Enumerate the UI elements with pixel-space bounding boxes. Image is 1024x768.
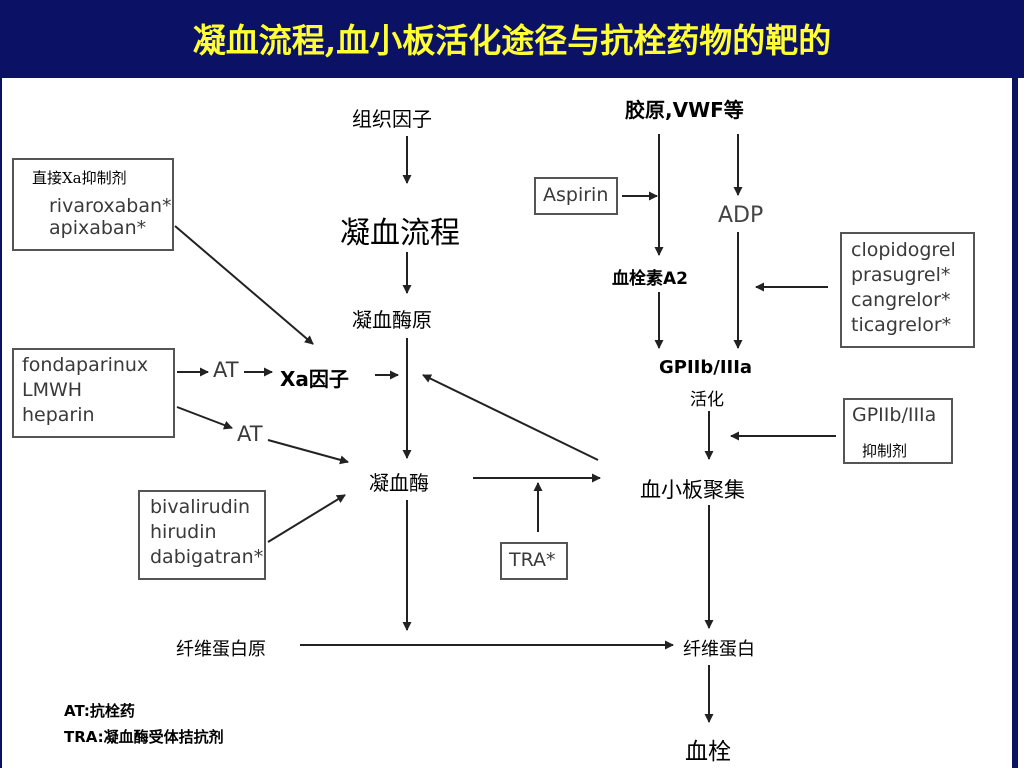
title-bar <box>0 0 1024 78</box>
drug-gp-inhibitor: GPIIb/IIIa <box>852 404 937 426</box>
arrow-at-to-thrombin <box>267 439 349 465</box>
tra-box <box>500 542 568 580</box>
node-gp-activation: GPIIb/IIIa <box>659 357 753 378</box>
drug-fondaparinux: fondaparinux <box>22 354 149 376</box>
drug-tra: TRA* <box>509 549 556 571</box>
arrow-direct-thrombin <box>267 494 346 543</box>
slide-title: 凝血流程,血小板活化途径与抗栓药物的靶的 <box>192 21 832 60</box>
drug-cangrelor: cangrelor* <box>851 289 951 311</box>
gp-inhibitor-box <box>843 398 953 464</box>
node-tissue-factor: 组织因子 <box>352 107 432 131</box>
drug-heparin: heparin <box>22 404 95 426</box>
node-thrombin: 凝血酶 <box>369 471 429 495</box>
drug-ticagrelor: ticagrelor* <box>851 314 952 336</box>
drug-prasugrel: prasugrel* <box>851 264 951 286</box>
node-platelet-aggregation: 血小板聚集 <box>640 478 745 502</box>
p2y12-inhibitor-box <box>840 232 975 348</box>
node-prothrombin: 凝血酶原 <box>352 308 432 332</box>
node-collagen-vwf: 胶原,VWF等 <box>625 98 744 122</box>
node-adp: ADP <box>718 203 764 228</box>
aspirin-box <box>534 177 618 215</box>
label-at-lower: AT <box>237 422 263 446</box>
legend-tra: TRA:凝血酶受体拮抗剂 <box>64 728 224 746</box>
indirect-inhibitor-box <box>12 348 175 438</box>
arrow-heparin-at <box>176 406 233 430</box>
direct-xa-header: 直接Xa抑制剂 <box>30 167 129 188</box>
arrow-aggregation-to-xa <box>422 374 599 461</box>
drug-lmwh: LMWH <box>22 379 83 401</box>
node-thrombus: 血栓 <box>685 739 731 765</box>
label-at-upper: AT <box>213 358 239 382</box>
direct-thrombin-inhibitor-box <box>138 490 266 580</box>
drug-gp-inhibitor-label: 抑制剂 <box>862 442 908 460</box>
drug-clopidogrel: clopidogrel <box>851 239 956 261</box>
node-factor-xa: Xa因子 <box>280 367 349 391</box>
drug-hirudin: hirudin <box>150 521 217 543</box>
slide-frame <box>0 78 1018 768</box>
drug-dabigatran: dabigatran* <box>150 546 264 568</box>
node-thromboxane-a2: 血栓素A2 <box>612 269 688 289</box>
node-fibrinogen: 纤维蛋白原 <box>176 639 266 660</box>
arrow-direct-xa <box>174 225 314 345</box>
node-fibrin: 纤维蛋白 <box>683 639 755 660</box>
drug-aspirin: Aspirin <box>543 184 609 206</box>
node-coagulation-cascade: 凝血流程 <box>340 216 460 251</box>
drug-apixaban: apixaban* <box>49 217 147 239</box>
legend-at: AT:抗栓药 <box>64 702 135 720</box>
drug-rivaroxaban: rivaroxaban* <box>49 195 172 217</box>
drug-bivalirudin: bivalirudin <box>150 496 251 518</box>
node-gp-activation-label: 活化 <box>690 390 724 410</box>
